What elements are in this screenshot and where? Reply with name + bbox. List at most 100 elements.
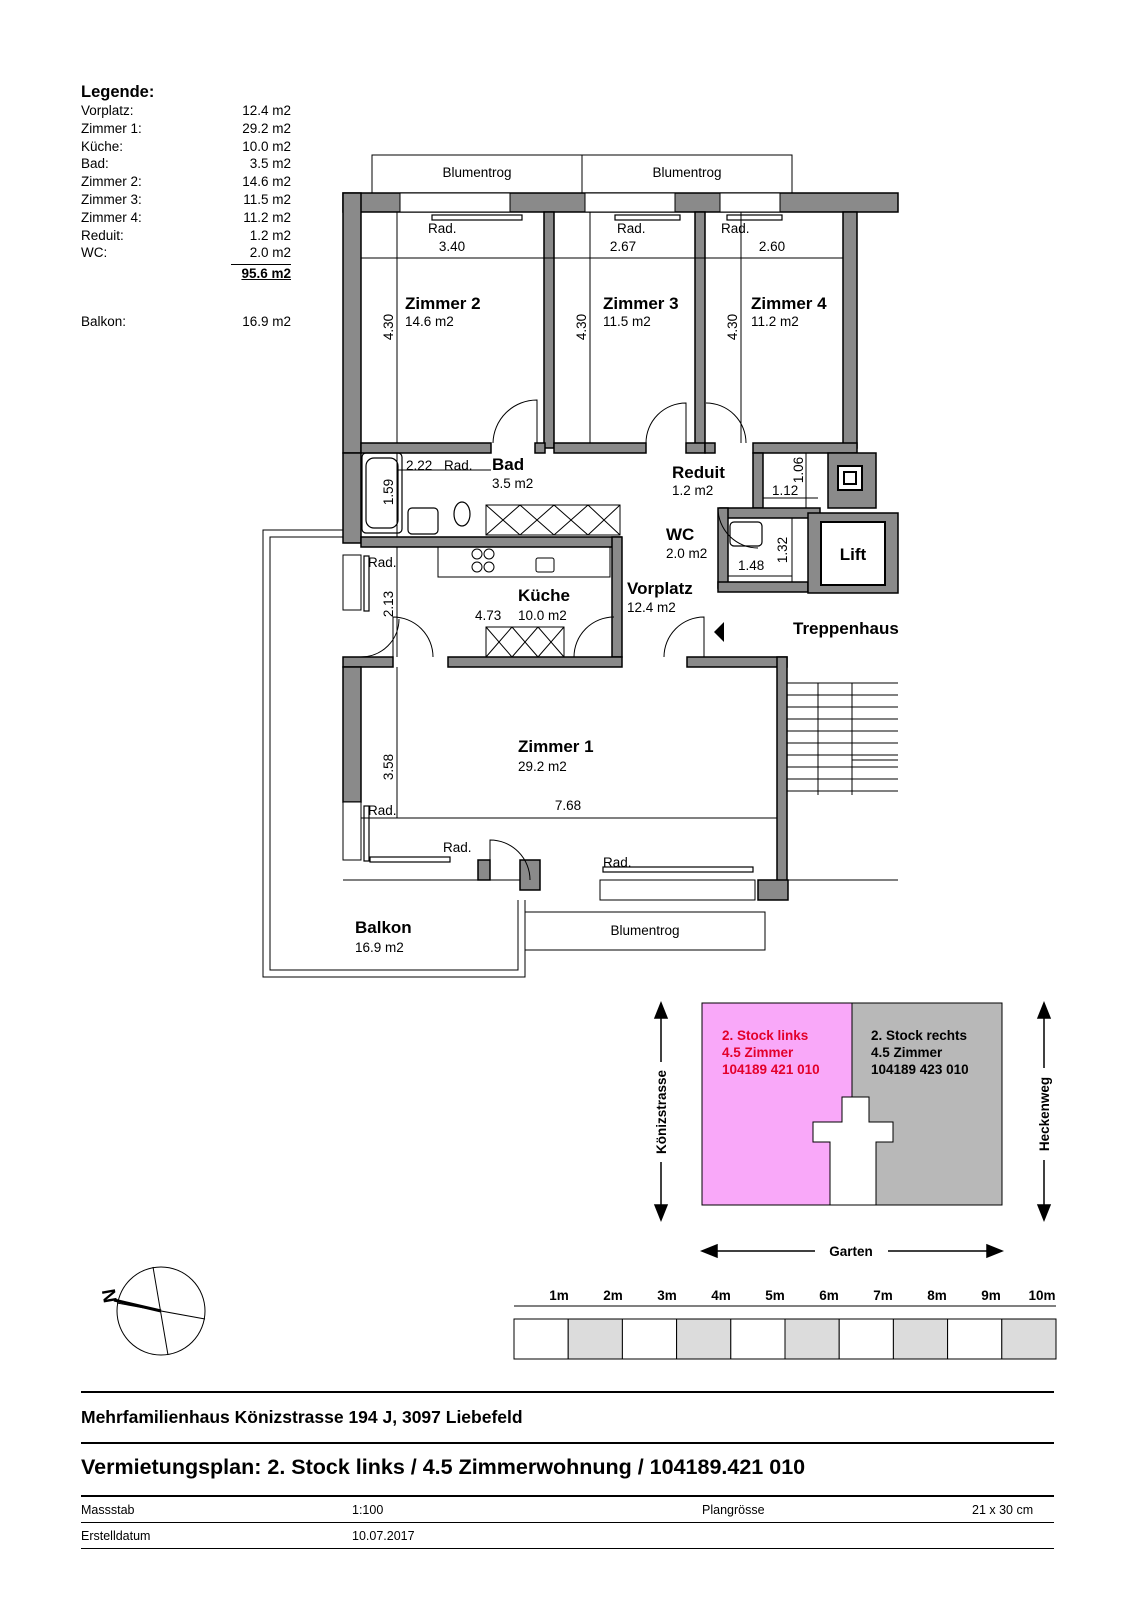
street-left-label: Könizstrasse [654, 1069, 669, 1154]
scale-cell [838, 1318, 894, 1360]
window [599, 879, 756, 901]
wall-z3-bottom-left [553, 442, 647, 454]
wall-z1-right [776, 656, 788, 888]
address: Mehrfamilienhaus Könizstrasse 194 J, 309… [81, 1407, 523, 1427]
room-name: Reduit [672, 463, 725, 482]
rad-label: Rad. [368, 555, 397, 570]
dim-z2-height: 4.30 [381, 314, 396, 340]
legend-title: Legende: [81, 83, 155, 101]
compass-circle [116, 1266, 206, 1356]
legend-label: Balkon: [81, 313, 127, 329]
room-area: 11.2 m2 [751, 314, 799, 329]
street-right-arrow [1036, 1000, 1052, 1223]
stairs [787, 682, 898, 881]
plangroesse-value: 21 x 30 cm [972, 1503, 1034, 1517]
door-swing [492, 399, 538, 444]
key-left-line1: 2. Stock links [722, 1028, 808, 1043]
legend-label: Küche: [81, 138, 124, 154]
wall-z3-bottom-right [685, 442, 706, 454]
radiator [602, 866, 754, 873]
dimension-lines [361, 212, 843, 819]
dim-kueche-width: 4.73 [475, 608, 501, 623]
wall-z4-right [842, 211, 858, 449]
wc-sink [729, 521, 763, 547]
lift-label: Lift [840, 545, 867, 564]
room-name: Bad [492, 455, 524, 474]
dim-wc-height: 1.32 [775, 537, 790, 563]
legend-row: Vorplatz:12.4 m2 [81, 102, 291, 120]
room-name: Treppenhaus [793, 619, 899, 638]
scale-labels: 1m 2m 3m 4m 5m 6m 7m 8m 9m 10m [549, 1288, 1055, 1303]
wall-z2-z3 [543, 211, 555, 449]
wall-wc-bottom [717, 581, 809, 593]
dim-wc-width: 1.48 [738, 558, 764, 573]
key-right-line3: 104189 423 010 [871, 1062, 969, 1077]
key-core [812, 1096, 894, 1206]
scale-cell [784, 1318, 840, 1360]
wall-z4-bottom [704, 442, 716, 454]
scale-cell [621, 1318, 678, 1360]
door-swing [663, 616, 705, 658]
door-swing [705, 402, 747, 444]
legend-value: 2.0 m2 [249, 245, 291, 261]
legend: Legende: Vorplatz:12.4 m2 Zimmer 1:29.2 … [81, 82, 291, 331]
street-right-label: Heckenweg [1037, 1077, 1052, 1151]
title-divider [81, 1442, 1054, 1444]
key-right-line1: 2. Stock rechts [871, 1028, 967, 1043]
erstelldatum-label: Erstelldatum [81, 1529, 151, 1543]
wall-reduit-bottom [719, 507, 821, 519]
room-name: WC [666, 525, 694, 544]
rad-label: Rad. [603, 855, 632, 870]
wall-kueche-bottom [447, 656, 623, 668]
wall-treppenhaus-left [686, 656, 788, 668]
dim-reduit-height: 1.06 [791, 457, 806, 483]
rad-label: Rad. [721, 221, 750, 236]
toilet [453, 501, 471, 527]
scale-label: 2m [603, 1288, 623, 1303]
scale-label: 10m [1028, 1288, 1055, 1303]
legend-value: 29.2 m2 [242, 120, 291, 136]
door-swing [392, 616, 434, 658]
legend-label: Bad: [81, 156, 109, 172]
legend-row: Zimmer 2:14.6 m2 [81, 173, 291, 191]
dim-z3-height: 4.30 [574, 314, 589, 340]
entry-arrow [714, 622, 724, 642]
scale-label: 1m [549, 1288, 569, 1303]
compass-north-label: N [97, 1287, 120, 1304]
room-area: 14.6 m2 [405, 314, 454, 329]
wall-z1-bottom-right [757, 879, 789, 901]
scale-cell [892, 1318, 949, 1360]
scale-cell [567, 1318, 623, 1360]
scale-cell [676, 1318, 732, 1360]
legend-value: 10.0 m2 [242, 138, 291, 154]
north-needle [113, 1298, 162, 1313]
wall-bad-kueche [360, 536, 622, 548]
room-area: 12.4 m2 [627, 600, 676, 615]
legend-row: Zimmer 3:11.5 m2 [81, 191, 291, 209]
legend-row-balkon: Balkon:16.9 m2 [81, 313, 291, 331]
room-name: Zimmer 2 [405, 294, 481, 313]
key-left-line2: 4.5 Zimmer [722, 1045, 794, 1060]
wall-outer-left-mid [342, 452, 362, 544]
scale-label: 7m [873, 1288, 893, 1303]
wall-z2-bottom-left [360, 442, 492, 454]
window [584, 192, 676, 213]
scale-label: 6m [819, 1288, 839, 1303]
legend-row: Zimmer 4:11.2 m2 [81, 209, 291, 227]
key-left-line3: 104189 421 010 [722, 1062, 820, 1077]
planter-label: Blumentrog [442, 165, 511, 180]
legend-value: 11.2 m2 [243, 209, 291, 225]
erstelldatum-value: 10.07.2017 [352, 1529, 415, 1543]
stove-burner [471, 561, 483, 573]
window [342, 801, 362, 861]
title-divider [81, 1495, 1054, 1497]
street-left-arrow [653, 1000, 669, 1223]
bathtub [361, 452, 403, 534]
compass [113, 1266, 206, 1356]
wall-outer-left-lower [342, 666, 362, 803]
key-plan: 2. Stock links 4.5 Zimmer 104189 421 010… [653, 1000, 1052, 1259]
scale-cell [730, 1318, 786, 1360]
window [719, 192, 781, 213]
scale-cell [513, 1318, 569, 1360]
legend-row: Zimmer 1:29.2 m2 [81, 120, 291, 138]
